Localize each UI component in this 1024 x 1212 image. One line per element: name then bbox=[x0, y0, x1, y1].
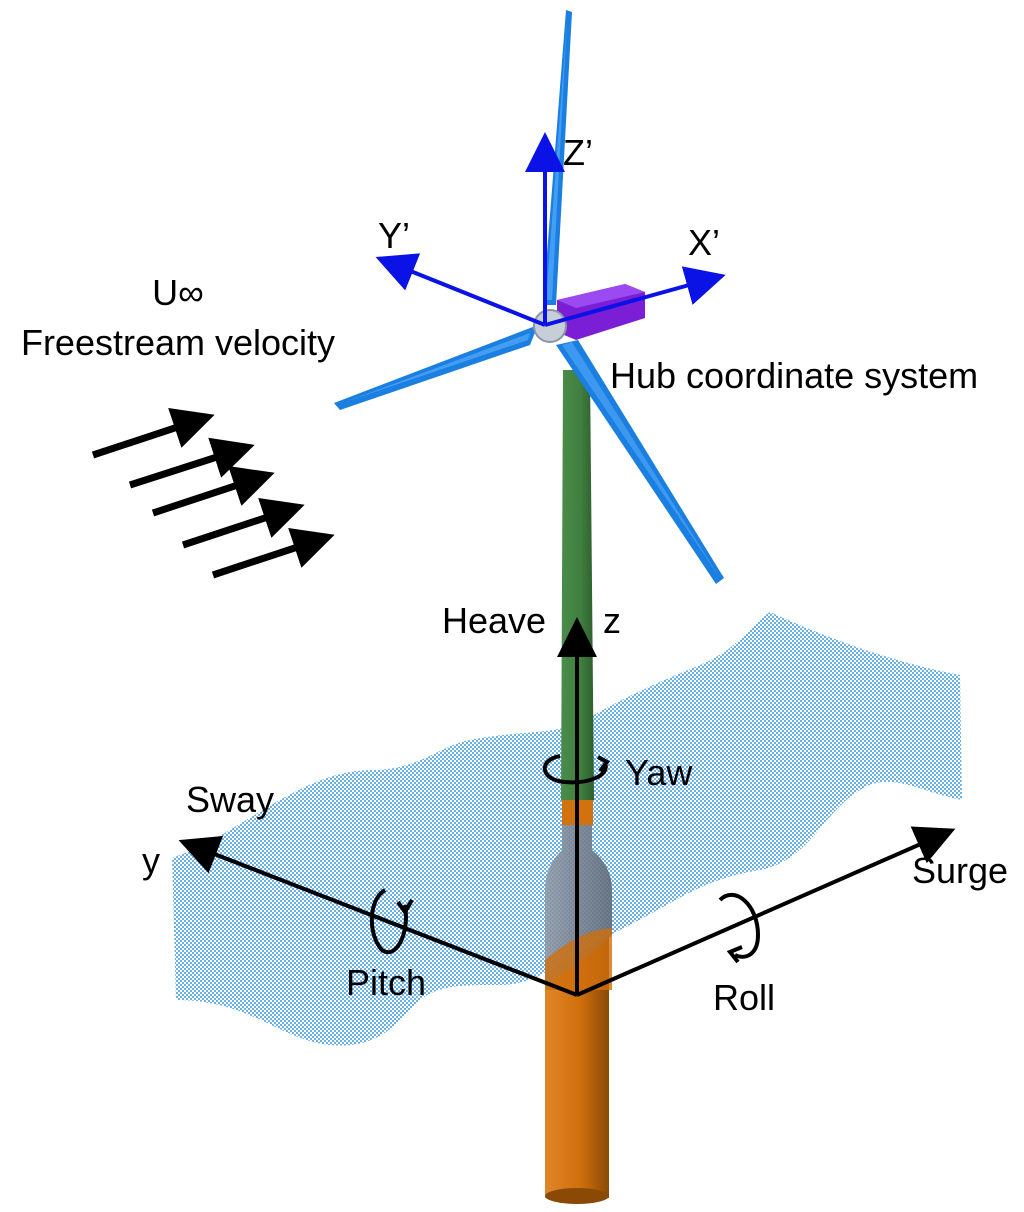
surge-label: Surge bbox=[912, 850, 1008, 891]
hub-axis-x bbox=[544, 266, 726, 327]
freestream-arrow bbox=[151, 466, 275, 517]
yaw-label: Yaw bbox=[625, 752, 693, 793]
pitch-label: Pitch bbox=[346, 962, 426, 1003]
freestream-symbol-label: U∞ bbox=[152, 272, 204, 313]
rotor-blade-left bbox=[334, 325, 538, 410]
hub bbox=[533, 309, 567, 343]
hub-axis-y-label: Y’ bbox=[378, 215, 410, 256]
rotor-blade-right bbox=[556, 340, 724, 584]
heave-label: Heave bbox=[442, 600, 546, 641]
hub-axis-y bbox=[375, 253, 546, 327]
hub-axis-z-label: Z’ bbox=[563, 132, 593, 173]
spar-bottom bbox=[545, 1188, 609, 1204]
rotor-blade-right-highlight bbox=[562, 342, 720, 578]
sway-axis-y bbox=[178, 835, 578, 997]
axis-z-label: z bbox=[603, 600, 621, 641]
rotor bbox=[334, 10, 724, 584]
roll-rotation-icon bbox=[718, 893, 761, 964]
hub-system-label: Hub coordinate system bbox=[610, 355, 978, 396]
freestream-arrows bbox=[91, 408, 335, 579]
roll-label: Roll bbox=[713, 977, 775, 1018]
surge-axis-x bbox=[576, 826, 956, 997]
freestream-label: Freestream velocity bbox=[21, 322, 335, 363]
pitch-rotation-icon bbox=[369, 888, 414, 955]
nacelle-top bbox=[557, 284, 645, 308]
rotor-blade-left-highlight bbox=[345, 333, 530, 402]
freestream-arrow bbox=[128, 437, 255, 489]
axis-y-label: y bbox=[142, 840, 160, 881]
tower bbox=[561, 370, 594, 800]
hub-axis-x-label: X’ bbox=[688, 222, 720, 263]
freestream-arrow bbox=[181, 498, 305, 549]
sway-label: Sway bbox=[186, 779, 274, 820]
freestream-arrow bbox=[91, 408, 215, 459]
yaw-rotation-icon bbox=[542, 754, 611, 785]
freestream-arrow bbox=[211, 528, 335, 579]
